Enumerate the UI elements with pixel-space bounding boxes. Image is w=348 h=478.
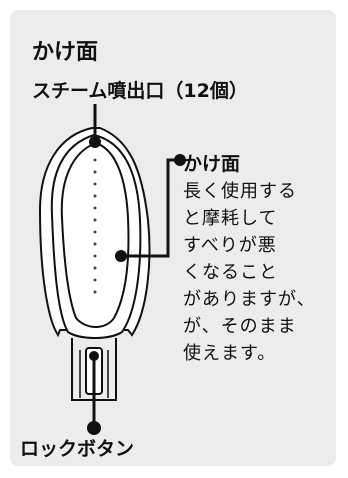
steam-leader-dot <box>89 136 101 148</box>
soleplate-callout-dot <box>174 154 186 166</box>
callout-line: くなること <box>183 262 278 283</box>
soleplate-callout: かけ面 長く使用する と摩耗して すべりが悪 くなること がありますが、 が、そ… <box>183 149 333 367</box>
lock-button-label: ロックボタン <box>20 438 135 460</box>
steam-vent-dots <box>93 158 97 294</box>
steam-vents-label: スチーム噴出口（12個） <box>32 80 248 102</box>
panel-title: かけ面 <box>32 40 99 65</box>
callout-line: 使えます。 <box>183 343 277 364</box>
iron-grip-inner <box>79 350 109 398</box>
soleplate-shape <box>60 141 130 328</box>
callout-line: 長く使用する <box>183 181 297 202</box>
lock-leader-dot <box>89 351 99 361</box>
callout-line: と摩耗して <box>183 208 278 229</box>
callout-line: が、そのまま <box>183 316 297 337</box>
callout-line: すべりが悪 <box>183 235 277 256</box>
callout-line: がありますが、 <box>183 289 316 310</box>
callout-title: かけ面 <box>183 153 241 175</box>
lock-leader-end-dot <box>87 421 101 435</box>
